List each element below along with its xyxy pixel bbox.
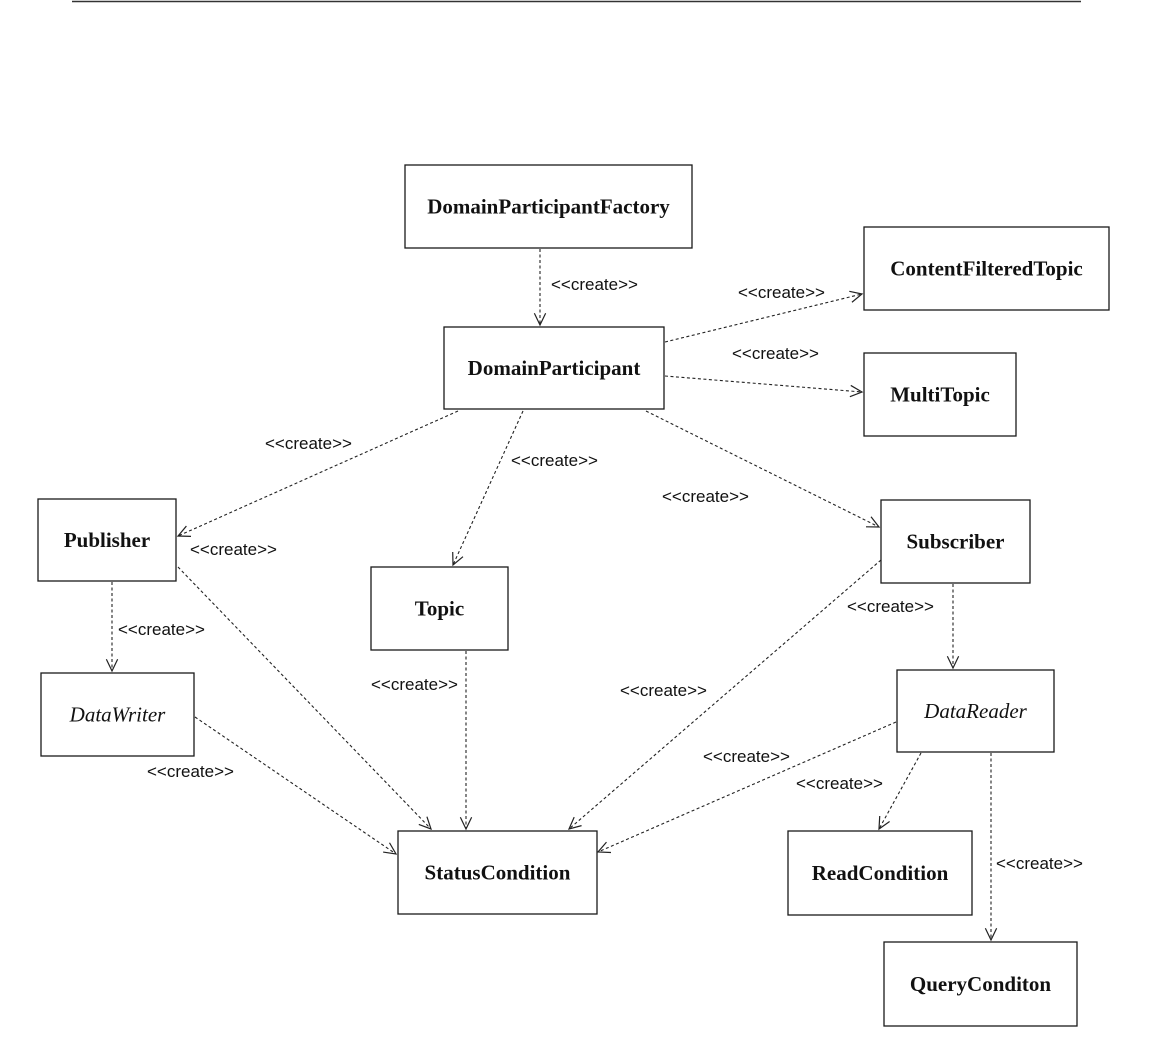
edge-label: <<create>> [847, 597, 934, 616]
class-box-border [443, 326, 665, 410]
dependency-line [194, 716, 397, 855]
edge-datareader-readcond [878, 752, 922, 831]
edge-participant-cft [664, 290, 864, 343]
class-name: ContentFilteredTopic [890, 257, 1083, 281]
class-box-border [863, 226, 1110, 311]
edge-label: <<create>> [511, 451, 598, 470]
edge-label: <<create>> [551, 275, 638, 294]
edge-publisher-status [177, 566, 432, 830]
class-box-topic: Topic [370, 566, 509, 651]
class-box-datareader: DataReader [896, 669, 1055, 753]
edge-participant-topic [452, 410, 524, 567]
class-box-border [883, 941, 1078, 1027]
class-box-publisher: Publisher [37, 498, 177, 582]
edge-subscriber-status [567, 559, 882, 830]
open-arrowhead-icon [567, 816, 582, 830]
edges-layer [105, 249, 998, 942]
edge-label: <<create>> [265, 434, 352, 453]
edge-label: <<create>> [190, 540, 277, 559]
edge-datareader-status [596, 721, 897, 854]
class-name: DataWriter [69, 703, 166, 727]
edge-topic-status [459, 651, 473, 831]
dependency-line [664, 375, 863, 393]
class-box-border [880, 499, 1031, 584]
class-box-factory: DomainParticipantFactory [404, 164, 693, 249]
edge-label: <<create>> [118, 620, 205, 639]
class-box-status: StatusCondition [397, 830, 598, 915]
class-box-border [37, 498, 177, 582]
edge-datawriter-status [194, 716, 398, 855]
edge-label: <<create>> [147, 762, 234, 781]
edge-participant-subscriber [645, 410, 881, 528]
edge-participant-multitopic [664, 375, 864, 398]
class-name: Subscriber [906, 530, 1004, 554]
edge-subscriber-datareader [946, 584, 960, 670]
nodes-layer: DomainParticipantFactoryDomainParticipan… [37, 164, 1110, 1027]
dependency-line [664, 293, 863, 343]
edge-participant-publisher [176, 410, 459, 537]
dependency-line [177, 566, 432, 830]
open-arrowhead-icon [878, 815, 890, 831]
edge-label: <<create>> [796, 774, 883, 793]
class-name: MultiTopic [890, 383, 990, 407]
dependency-line [878, 752, 922, 830]
dependency-line [597, 721, 897, 853]
edge-labels-layer: <<create>> <<create>> <<create>> <<create>>… [118, 275, 1083, 873]
open-arrowhead-icon [176, 525, 192, 537]
dependency-line [568, 559, 882, 830]
open-arrowhead-icon [596, 841, 612, 854]
open-arrowhead-icon [418, 816, 432, 830]
class-name: StatusCondition [425, 861, 571, 885]
edge-publisher-datawriter [105, 582, 119, 673]
class-name: DataReader [923, 699, 1027, 723]
class-box-border [397, 830, 598, 915]
edge-datareader-querycond [984, 753, 998, 942]
class-box-border [40, 672, 195, 757]
open-arrowhead-icon [865, 516, 881, 528]
open-arrowhead-icon [105, 659, 119, 673]
class-name: ReadCondition [812, 861, 949, 885]
class-name: DomainParticipantFactory [427, 195, 670, 219]
class-box-subscriber: Subscriber [880, 499, 1031, 584]
class-box-querycond: QueryConditon [883, 941, 1078, 1027]
class-box-multitopic: MultiTopic [863, 352, 1017, 437]
open-arrowhead-icon [383, 842, 398, 855]
class-box-border [370, 566, 509, 651]
class-box-datawriter: DataWriter [40, 672, 195, 757]
edge-factory-participant [533, 249, 547, 327]
edge-label: <<create>> [996, 854, 1083, 873]
class-box-border [896, 669, 1055, 753]
edge-label: <<create>> [703, 747, 790, 766]
class-name: Topic [415, 597, 464, 621]
edge-label: <<create>> [732, 344, 819, 363]
class-box-readcond: ReadCondition [787, 830, 973, 916]
open-arrowhead-icon [452, 551, 464, 567]
open-arrowhead-icon [984, 928, 998, 942]
open-arrowhead-icon [946, 656, 960, 670]
class-box-participant: DomainParticipant [443, 326, 665, 410]
class-name: QueryConditon [910, 972, 1052, 996]
open-arrowhead-icon [849, 384, 864, 398]
edge-label: <<create>> [371, 675, 458, 694]
class-box-border [404, 164, 693, 249]
class-box-cft: ContentFilteredTopic [863, 226, 1110, 311]
class-name: DomainParticipant [468, 356, 641, 380]
open-arrowhead-icon [459, 817, 473, 831]
dependency-line [177, 410, 459, 537]
dependency-line [645, 410, 880, 528]
edge-label: <<create>> [738, 283, 825, 302]
edge-label: <<create>> [620, 681, 707, 700]
open-arrowhead-icon [849, 290, 864, 303]
open-arrowhead-icon [533, 313, 547, 327]
class-box-border [787, 830, 973, 916]
dependency-line [452, 410, 524, 566]
class-name: Publisher [64, 528, 150, 552]
edge-label: <<create>> [662, 487, 749, 506]
class-box-border [863, 352, 1017, 437]
